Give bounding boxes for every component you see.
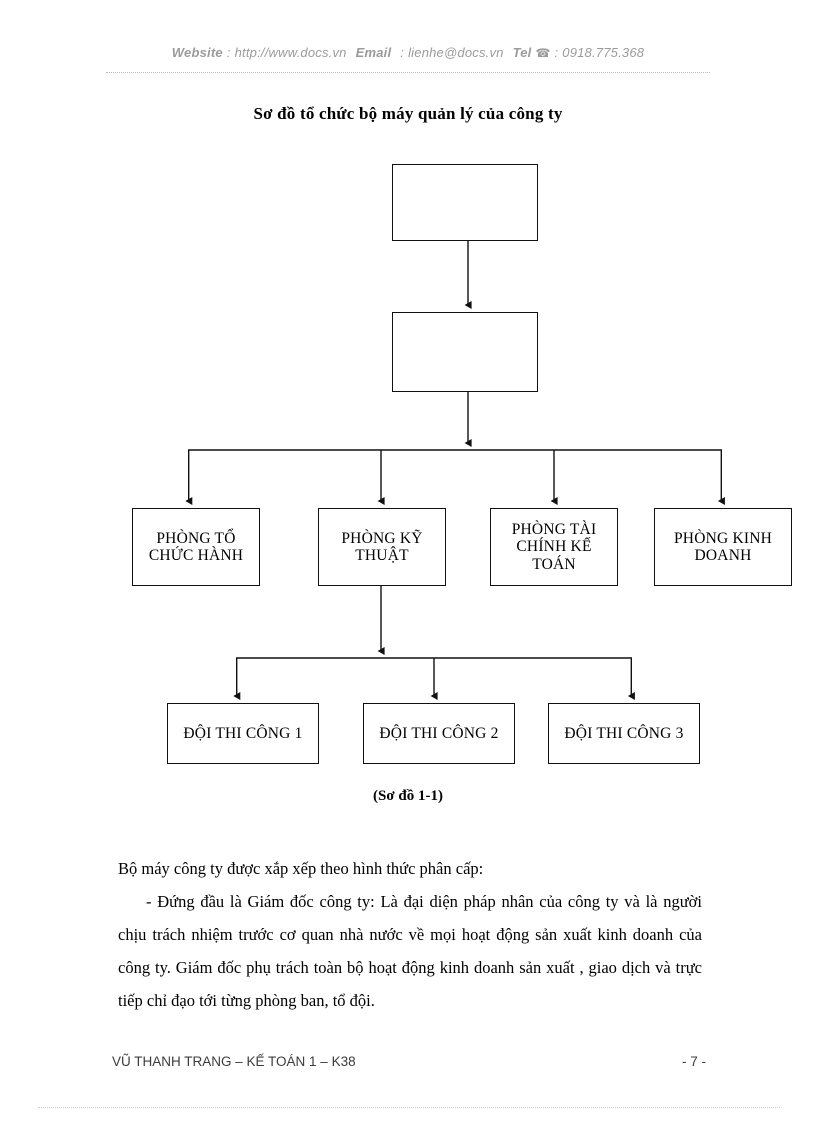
header-email-value: lienhe@docs.vn xyxy=(408,45,504,60)
org-node-department-label: PHÒNG KỸ THUẬT xyxy=(341,529,423,564)
footer-page-number: - 7 - xyxy=(681,1054,706,1069)
header-tel-value: 0918.775.368 xyxy=(562,45,645,60)
org-node-team-1[interactable]: ĐỘI THI CÔNG 1 xyxy=(167,703,319,764)
org-node-second[interactable] xyxy=(392,312,538,392)
footer-divider xyxy=(38,1107,780,1108)
page-title: Sơ đồ tổ chức bộ máy quản lý của công ty xyxy=(253,104,563,123)
org-node-department-tai-chinh-ke-toan[interactable]: PHÒNG TÀI CHÍNH KẾ TOÁN xyxy=(490,508,618,586)
org-node-department-label: PHÒNG TÀI CHÍNH KẾ TOÁN xyxy=(511,520,597,573)
header-tel-label: Tel xyxy=(512,45,532,60)
org-node-department-label: PHÒNG KINH DOANH xyxy=(673,529,772,564)
org-node-team-2[interactable]: ĐỘI THI CÔNG 2 xyxy=(363,703,515,764)
org-chart-diagram: PHÒNG TỔ CHỨC HÀNH PHÒNG KỸ THUẬT PHÒNG … xyxy=(132,164,792,804)
header-colon-1: : xyxy=(226,45,231,60)
org-node-team-label: ĐỘI THI CÔNG 2 xyxy=(379,724,499,742)
body-text: Bộ máy công ty được xắp xếp theo hình th… xyxy=(118,852,702,1017)
header-divider xyxy=(106,72,710,73)
page-footer: VŨ THANH TRANG – KẾ TOÁN 1 – K38 - 7 - xyxy=(112,1054,706,1069)
org-node-team-label: ĐỘI THI CÔNG 3 xyxy=(564,724,684,742)
footer-author: VŨ THANH TRANG – KẾ TOÁN 1 – K38 xyxy=(112,1054,356,1069)
org-node-department-to-chuc-hanh[interactable]: PHÒNG TỔ CHỨC HÀNH xyxy=(132,508,260,586)
org-chart-connectors xyxy=(185,241,725,700)
telephone-icon: ☎ xyxy=(535,46,551,60)
header-website-value: http://www.docs.vn xyxy=(234,45,347,60)
header-email-label: Email xyxy=(355,45,392,60)
org-node-department-ky-thuat[interactable]: PHÒNG KỸ THUẬT xyxy=(318,508,446,586)
org-node-team-label: ĐỘI THI CÔNG 1 xyxy=(183,724,303,742)
org-node-team-3[interactable]: ĐỘI THI CÔNG 3 xyxy=(548,703,700,764)
header-colon-2: : xyxy=(400,45,405,60)
body-paragraph-1: Bộ máy công ty được xắp xếp theo hình th… xyxy=(118,859,484,878)
org-node-department-kinh-doanh[interactable]: PHÒNG KINH DOANH xyxy=(654,508,792,586)
figure-caption: (Sơ đồ 1-1) xyxy=(373,788,443,804)
org-node-department-label: PHÒNG TỔ CHỨC HÀNH xyxy=(148,529,244,564)
header-website-label: Website xyxy=(171,45,223,60)
org-node-top[interactable] xyxy=(392,164,538,241)
body-paragraph-2: - Đứng đầu là Giám đốc công ty: Là đại d… xyxy=(118,892,702,1010)
header-colon-3: : xyxy=(554,45,559,60)
